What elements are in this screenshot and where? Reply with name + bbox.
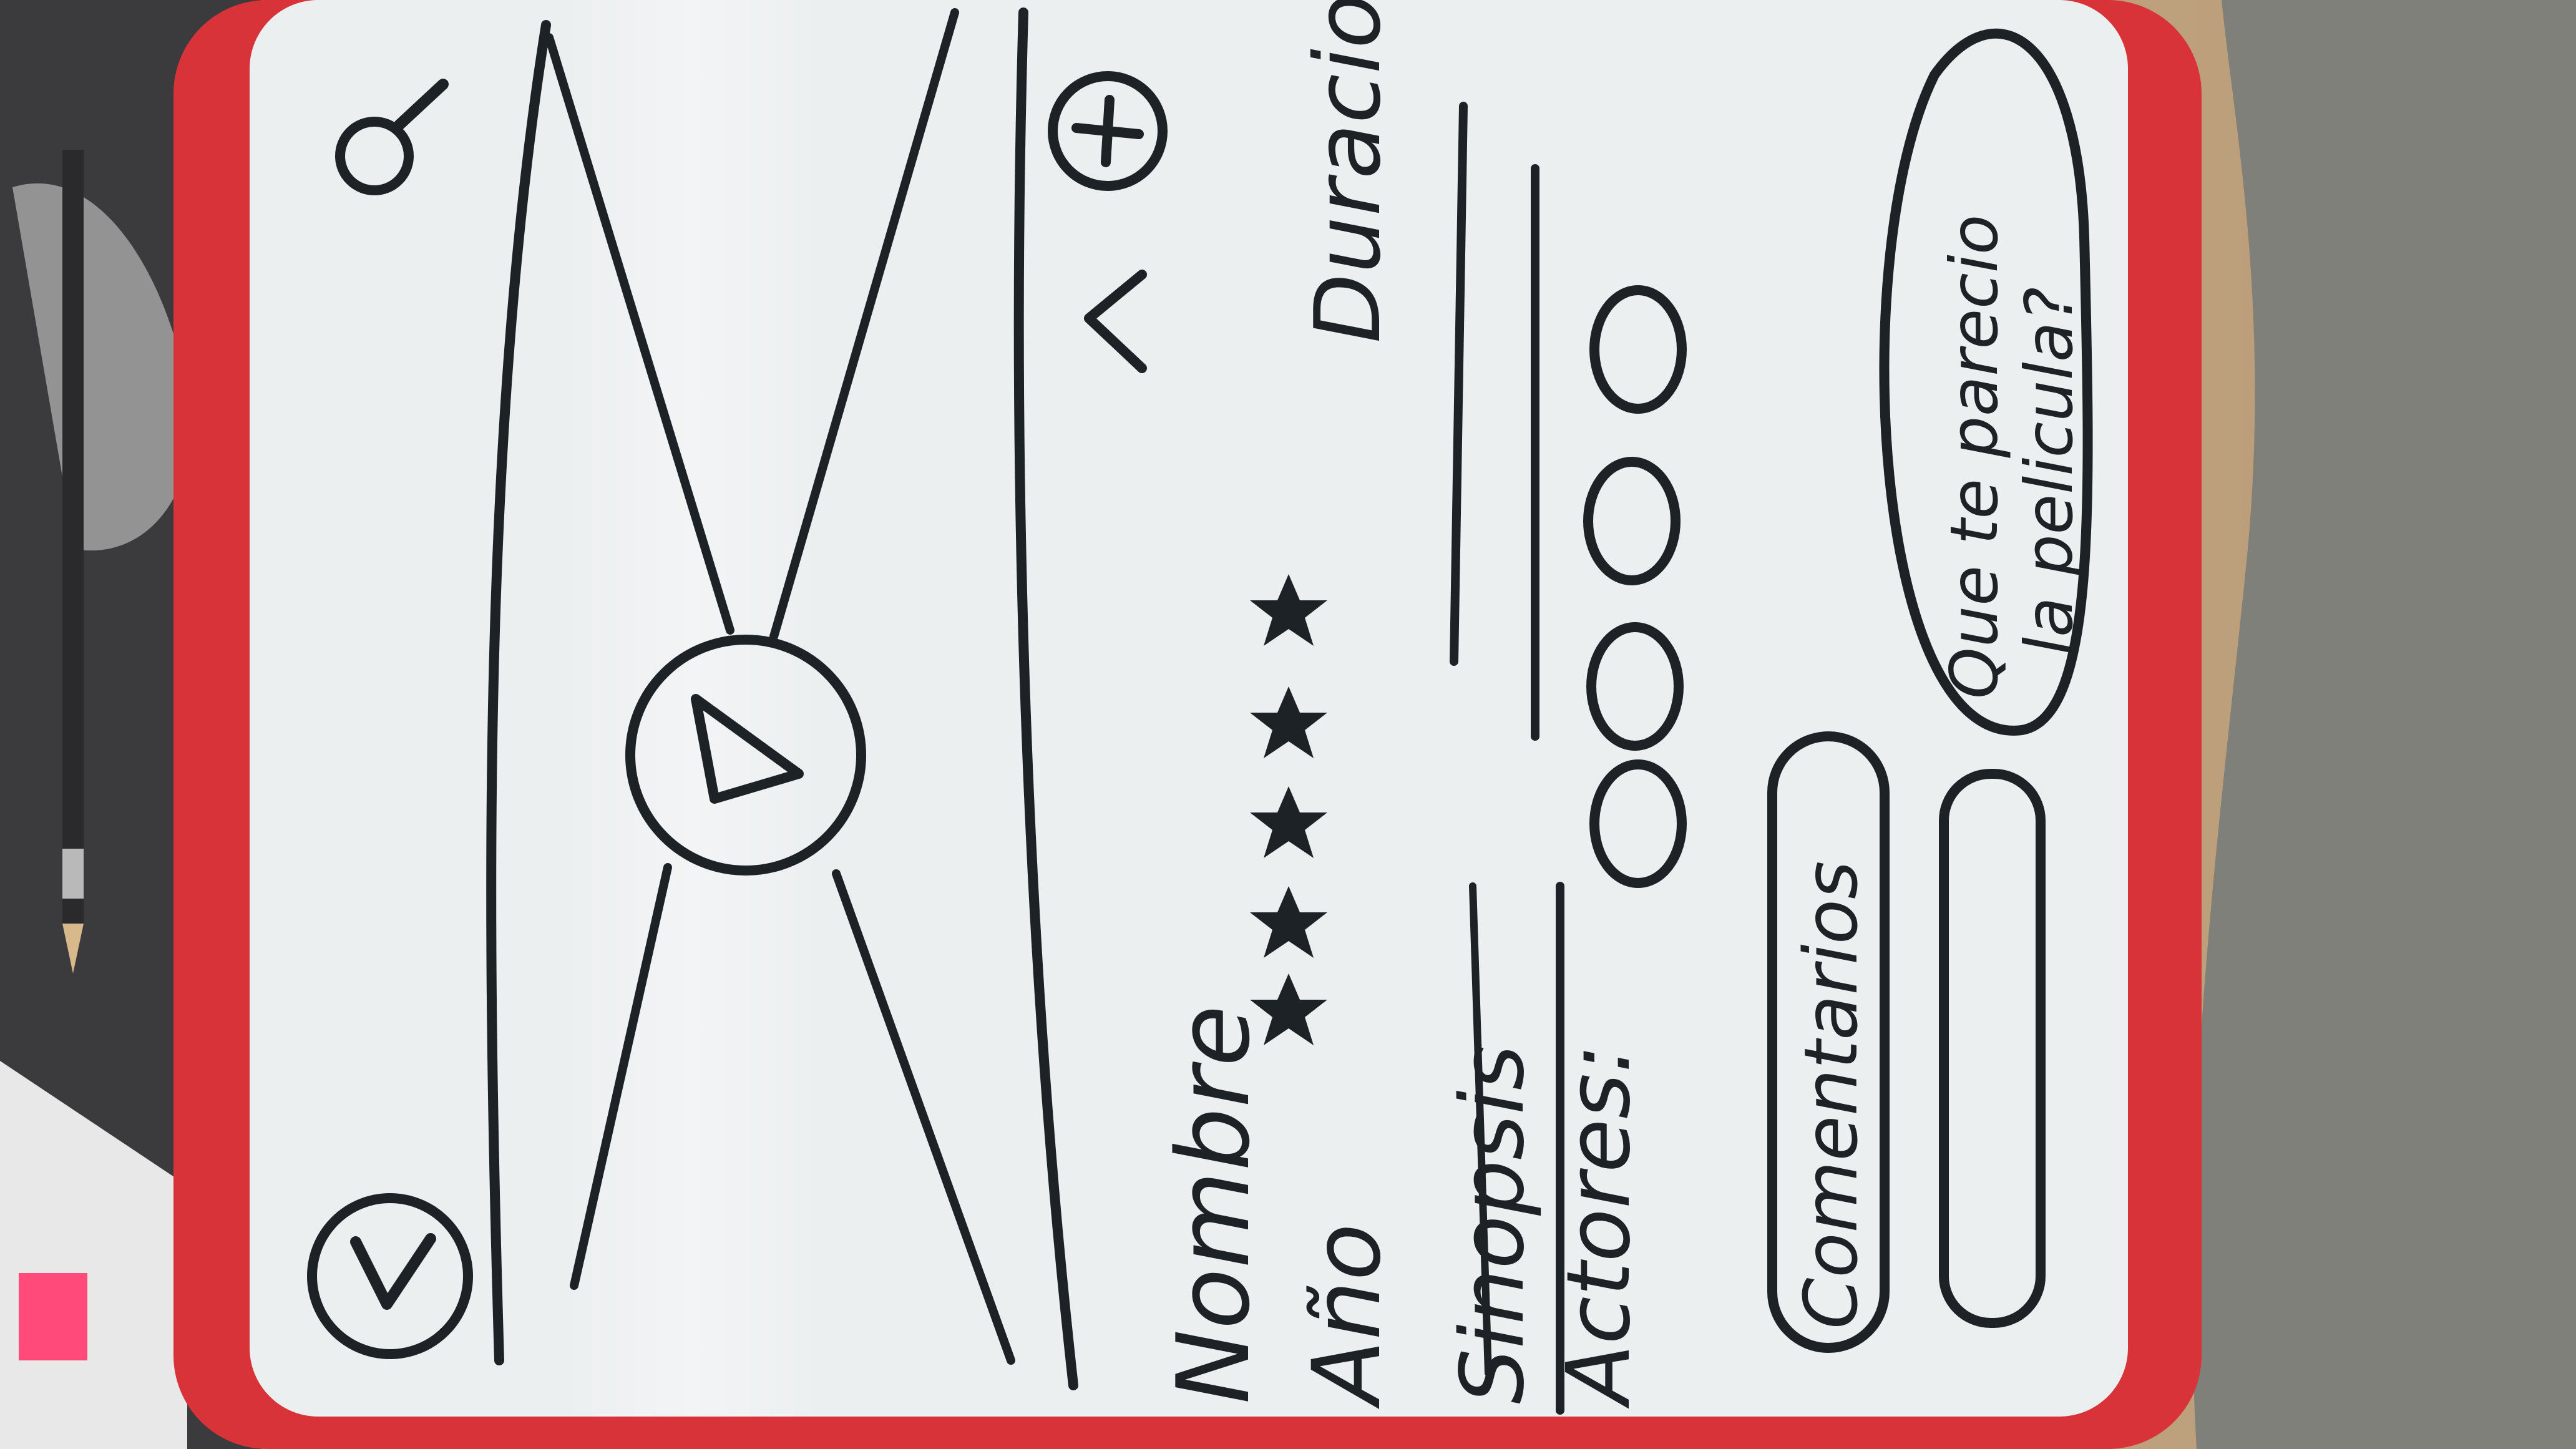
question-bubble: Que te parecio la pelicula?	[1879, 28, 2093, 736]
title-label: Nombre	[1155, 1005, 1272, 1404]
question-line-1: Que te parecio la pelicula?	[1936, 193, 2087, 699]
star-icon	[1250, 886, 1327, 958]
notebook-print	[12, 183, 191, 551]
comments-label: Comentarios	[1788, 861, 1874, 1329]
check-icon[interactable]	[307, 1193, 473, 1359]
star-icon	[1250, 686, 1327, 758]
actor-avatar	[1589, 285, 1687, 414]
back-arrow-icon[interactable]	[1084, 270, 1147, 373]
rating-stars[interactable]	[1250, 574, 1327, 1045]
actor-avatar	[1589, 759, 1687, 888]
plus-icon[interactable]	[1048, 71, 1168, 191]
pencil-ferrule	[62, 849, 84, 899]
grey-fabric	[2192, 0, 2576, 1449]
synopsis-line	[1450, 102, 1468, 666]
duration-label: Duracion	[1295, 0, 1401, 343]
actor-avatar	[1583, 457, 1681, 585]
pencil	[62, 150, 84, 924]
actor-avatars	[1583, 285, 1687, 888]
comment-input[interactable]	[1939, 769, 2046, 1328]
actor-avatar	[1586, 622, 1684, 751]
year-label: Año	[1293, 1224, 1402, 1409]
synopsis-underline	[1469, 882, 1492, 1377]
star-icon	[1250, 574, 1327, 646]
play-icon[interactable]	[625, 635, 866, 876]
search-icon[interactable]	[335, 79, 449, 195]
star-icon	[1250, 973, 1327, 1045]
actors-label: Actores:	[1548, 1044, 1650, 1409]
synopsis-label: Sinopsis	[1442, 1045, 1544, 1404]
video-placeholder	[486, 7, 1078, 1390]
pencil-tip	[62, 924, 84, 973]
sticky-note	[19, 1273, 87, 1360]
star-icon	[1250, 786, 1327, 858]
comments-button[interactable]: Comentarios	[1767, 731, 1890, 1353]
movie-info: Nombre Año Duracion Sinopsis Actores:	[1155, 0, 1650, 1409]
